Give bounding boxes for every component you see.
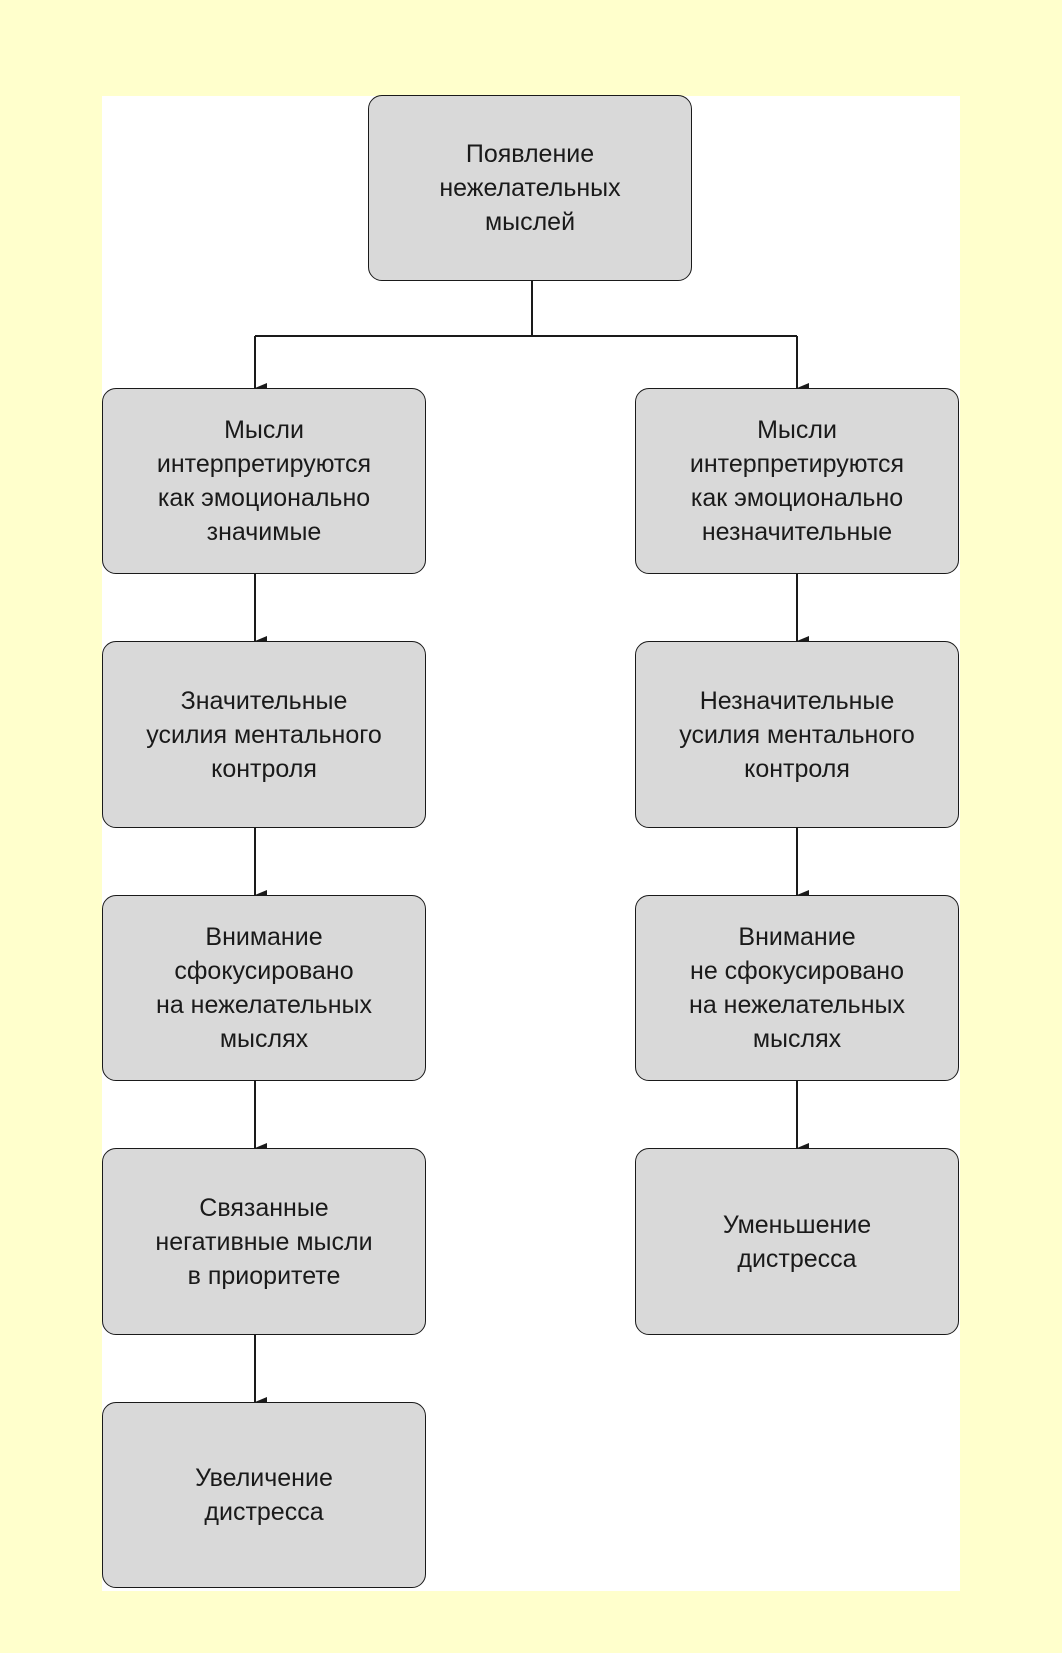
node-root: Появление нежелательных мыслей xyxy=(368,95,692,281)
node-right-4: Уменьшение дистресса xyxy=(635,1148,959,1335)
node-right-1-label: Мысли интерпретируются как эмоционально … xyxy=(689,416,905,546)
node-right-3: Внимание не сфокусировано на нежелательн… xyxy=(635,895,959,1081)
node-right-2-label: Незначительные усилия ментального контро… xyxy=(679,686,915,783)
node-right-1: Мысли интерпретируются как эмоционально … xyxy=(635,388,959,574)
node-left-5: Увеличение дистресса xyxy=(102,1402,426,1588)
node-left-2-label: Значительные усилия ментального контроля xyxy=(146,686,382,783)
node-right-2: Незначительные усилия ментального контро… xyxy=(635,641,959,828)
node-left-4: Связанные негативные мысли в приоритете xyxy=(102,1148,426,1335)
node-right-3-label: Внимание не сфокусировано на нежелательн… xyxy=(689,923,905,1053)
diagram-panel xyxy=(102,96,960,1591)
node-left-5-label: Увеличение дистресса xyxy=(195,1464,333,1526)
node-left-1-label: Мысли интерпретируются как эмоционально … xyxy=(156,416,372,546)
node-left-1: Мысли интерпретируются как эмоционально … xyxy=(102,388,426,574)
node-left-4-label: Связанные негативные мысли в приоритете xyxy=(155,1193,373,1290)
node-left-2: Значительные усилия ментального контроля xyxy=(102,641,426,828)
node-left-3-label: Внимание сфокусировано на нежелательных … xyxy=(156,923,372,1053)
node-left-3: Внимание сфокусировано на нежелательных … xyxy=(102,895,426,1081)
node-root-label: Появление нежелательных мыслей xyxy=(439,140,621,236)
node-right-4-label: Уменьшение дистресса xyxy=(722,1210,872,1273)
